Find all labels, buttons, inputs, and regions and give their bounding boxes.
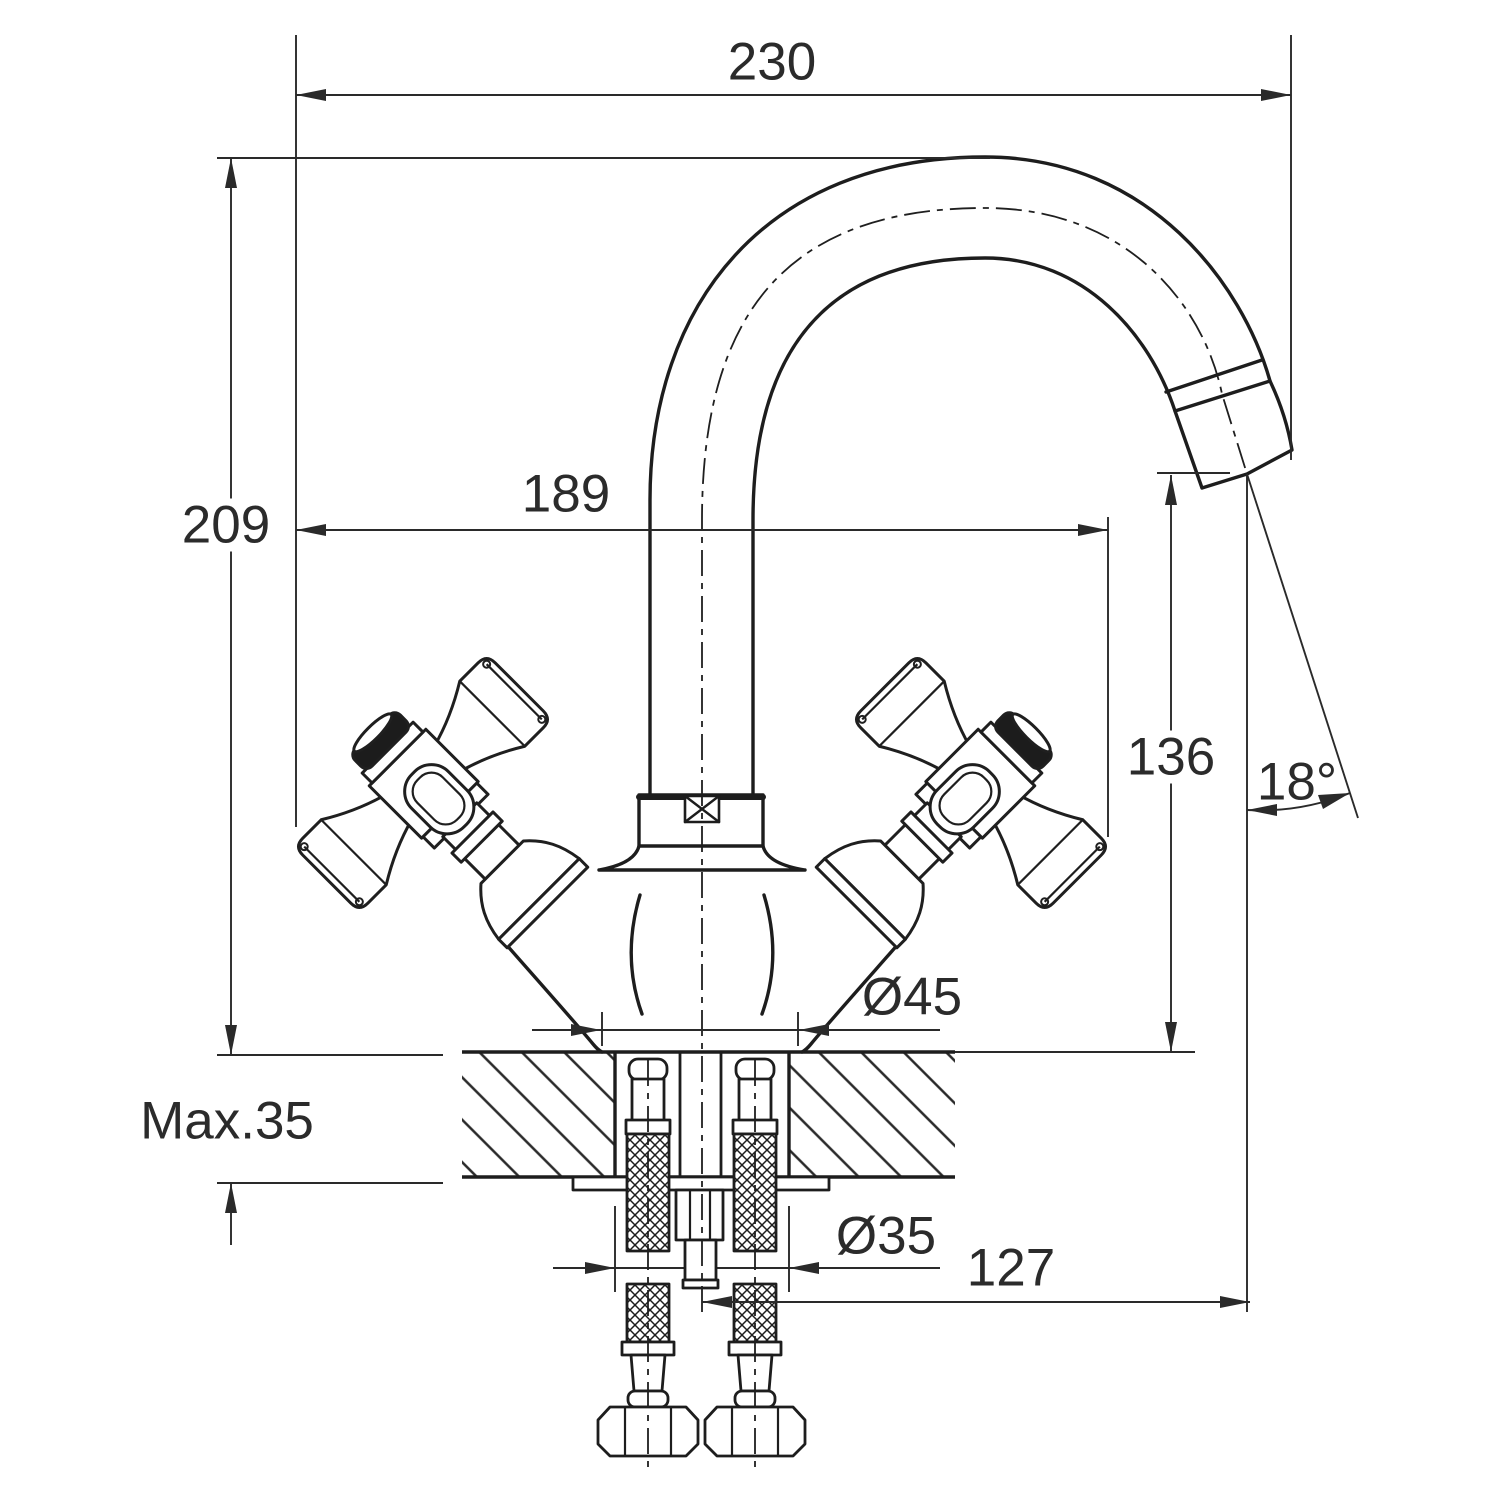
body-shoulder [597,844,807,872]
countertop-section [462,1050,1195,1179]
label-handle-span: 189 [521,464,611,524]
base-cone-left [502,940,604,1054]
label-total-height: 209 [172,498,280,552]
dimension-max-thickness [217,1054,443,1245]
label-spout-reach: 127 [966,1238,1056,1298]
dimension-base-diameter [532,1012,940,1046]
label-max-thickness: Max.35 [140,1091,314,1151]
dimension-spout-reach [702,474,1250,1312]
body-waist [629,893,775,1016]
mounting-washer [571,1175,831,1192]
label-base-diameter: Ø45 [861,967,963,1027]
mounting-nut [674,1188,725,1290]
dimension-handle-span [296,517,1109,837]
label-overall-width: 230 [727,32,817,92]
dimension-total-height [217,157,990,1055]
dimension-spout-height [1157,472,1230,1052]
spout-inner-curve [751,256,1177,797]
nozzle-joint-line [1164,358,1264,394]
mounting-hardware [571,1052,831,1458]
dimension-overall-width [295,35,1292,827]
label-spout-angle: 18° [1256,752,1338,812]
faucet-body [502,155,1294,1054]
base-cone-right [800,940,902,1054]
counter-hatch-left [462,1052,615,1177]
main-centerline [701,207,1248,1312]
dimensions [217,35,1359,1312]
label-spout-height: 136 [1117,730,1225,784]
centerlines [647,207,1248,1468]
label-hole-diameter: Ø35 [835,1206,937,1266]
threaded-shank [678,1052,723,1177]
dimension-spout-angle [1246,473,1359,819]
counter-hatch-right [789,1052,955,1177]
dimension-hole-diameter [553,1206,940,1292]
spout-nozzle [1173,379,1294,490]
